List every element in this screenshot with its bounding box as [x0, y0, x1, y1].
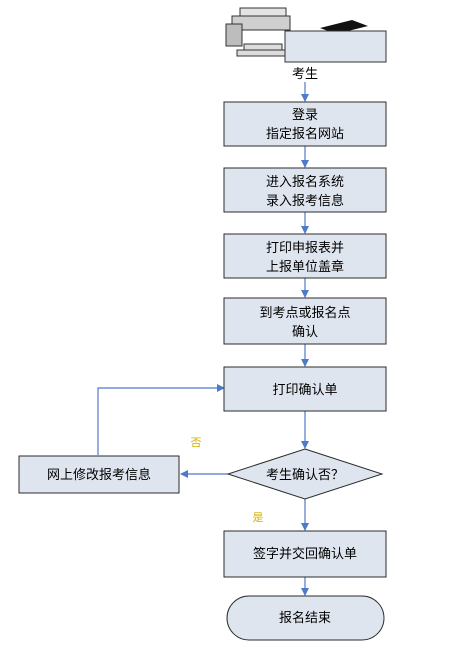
step-3-line-1: 打印申报表并 [266, 241, 344, 256]
revise-box-text: 网上修改报考信息 [47, 467, 151, 483]
step-1-line-1: 登录 [292, 108, 318, 123]
sign-box-text: 签字并交回确认单 [253, 546, 357, 562]
step-5-line-1: 打印确认单 [272, 383, 337, 398]
edge-revise-to-step5 [97, 384, 225, 455]
step-box-2: 进入报名系统 录入报考信息 [223, 167, 387, 213]
step-box-1: 登录 指定报名网站 [223, 101, 387, 147]
step-1-line-2: 指定报名网站 [266, 126, 344, 142]
revise-box: 网上修改报考信息 [18, 455, 180, 494]
step-box-3: 打印申报表并 上报单位盖章 [223, 233, 387, 279]
step-box-5: 打印确认单 [223, 366, 387, 412]
step-4-line-1: 到考点或报名点 [259, 305, 350, 321]
end-terminator: 报名结束 [226, 595, 385, 641]
step-4-line-2: 确认 [292, 325, 318, 340]
end-text: 报名结束 [279, 610, 331, 626]
step-2-line-2: 录入报考信息 [266, 193, 344, 209]
decision-diamond: 考生确认否？ [226, 448, 384, 500]
decision-text: 考生确认否？ [266, 468, 344, 483]
start-label: 考生 [292, 67, 318, 82]
computer-icon [225, 7, 387, 63]
step-box-4: 到考点或报名点 确认 [223, 297, 387, 345]
step-3-line-2: 上报单位盖章 [266, 259, 344, 275]
no-label: 否 [191, 436, 202, 449]
step-2-line-1: 进入报名系统 [266, 174, 344, 190]
sign-box: 签字并交回确认单 [223, 530, 387, 578]
yes-label: 是 [253, 511, 264, 524]
edges [97, 82, 309, 596]
